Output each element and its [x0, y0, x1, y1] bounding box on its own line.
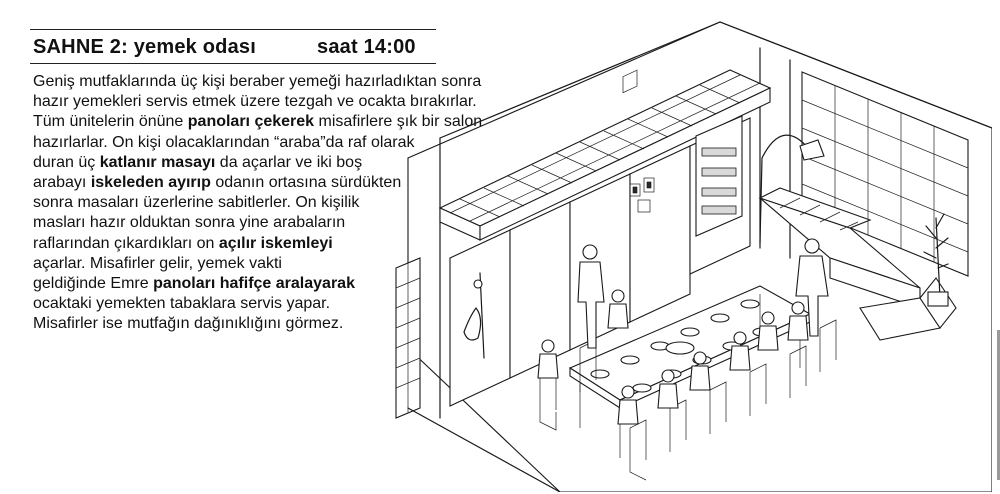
- bookshelf: [695, 115, 743, 237]
- story-text: geldiğinde Emre: [33, 274, 154, 292]
- person-standing-right: [795, 238, 829, 337]
- story-text: masları hazır olduktan sonra yine arabal…: [33, 214, 346, 232]
- story-line: sonra masaları üzerlerine sabitlerler. O…: [33, 193, 482, 213]
- floor-edge: [407, 407, 561, 492]
- armchair: [859, 277, 957, 341]
- sofa: [758, 187, 921, 309]
- story-line: açarlar. Misafirler gelir, yemek vakti: [33, 254, 482, 274]
- story-emphasis: panoları çekerek: [187, 113, 315, 131]
- story-emphasis: katlanır masayı: [99, 153, 216, 171]
- header-rule-top: [30, 29, 436, 30]
- people: [537, 238, 829, 425]
- story-text: ocaktaki yemekten tabaklara servis yapar…: [33, 295, 331, 313]
- story-line: arabayı iskeleden ayırıp odanın ortasına…: [33, 173, 482, 193]
- story-text: Tüm ünitelerin önüne: [33, 113, 188, 131]
- header-rule-bottom: [30, 63, 436, 64]
- story-emphasis: açılır iskemleyi: [218, 234, 333, 252]
- story-emphasis: panoları hafifçe aralayarak: [153, 274, 355, 292]
- scene-time: saat 14:00: [317, 36, 416, 58]
- floor-lamp: [759, 134, 825, 244]
- story-text: hazır yemekleri servis etmek üzere tezga…: [33, 93, 477, 111]
- story-line: duran üç katlanır masayı da açarlar ve i…: [33, 153, 482, 173]
- story-line: raflarından çıkardıkları on açılır iskem…: [33, 234, 482, 254]
- ceiling-beam: [438, 69, 772, 241]
- story-text: misafirlere şık bir salon: [314, 113, 483, 131]
- story-text: Misafirler ise mutfağın dağınıklığını gö…: [33, 315, 344, 333]
- story-text: açarlar. Misafirler gelir, yemek vakti: [33, 254, 282, 272]
- story-line: geldiğinde Emre panoları hafifçe aralaya…: [33, 274, 482, 294]
- page-edge-mark: [997, 330, 1000, 480]
- story-text: hazırlarlar. On kişi olacaklarından “ara…: [33, 133, 415, 151]
- dining-room-axonometric-drawing: [395, 21, 992, 492]
- story-text: arabayı: [33, 173, 91, 191]
- story-line: Tüm ünitelerin önüne panoları çekerek mi…: [33, 112, 482, 132]
- story-text: da açarlar ve iki boş: [215, 153, 363, 171]
- left-rack: [395, 257, 421, 419]
- story-emphasis: iskeleden ayırıp: [90, 173, 211, 191]
- story-text: raflarından çıkardıkları on: [33, 234, 219, 252]
- story-line: Misafirler ise mutfağın dağınıklığını gö…: [33, 314, 482, 334]
- story-text: Geniş mutfaklarında üç kişi beraber yeme…: [33, 73, 482, 90]
- story-line: Geniş mutfaklarında üç kişi beraber yeme…: [33, 72, 482, 92]
- person-standing-kitchen: [577, 244, 605, 349]
- story-line: hazırlarlar. On kişi olacaklarından “ara…: [33, 133, 482, 153]
- story-text: duran üç: [33, 153, 100, 171]
- scene-title: SAHNE 2: yemek odası: [33, 36, 256, 58]
- story-text: sonra masaları üzerlerine sabitlerler. O…: [33, 194, 360, 212]
- story-line: hazır yemekleri servis etmek üzere tezga…: [33, 92, 482, 112]
- story-line: masları hazır olduktan sonra yine arabal…: [33, 213, 482, 233]
- story-paragraph: Geniş mutfaklarında üç kişi beraber yeme…: [33, 72, 482, 334]
- story-text: odanın ortasına sürdükten: [210, 173, 402, 191]
- plant: [923, 213, 949, 307]
- story-line: ocaktaki yemekten tabaklara servis yapar…: [33, 294, 482, 314]
